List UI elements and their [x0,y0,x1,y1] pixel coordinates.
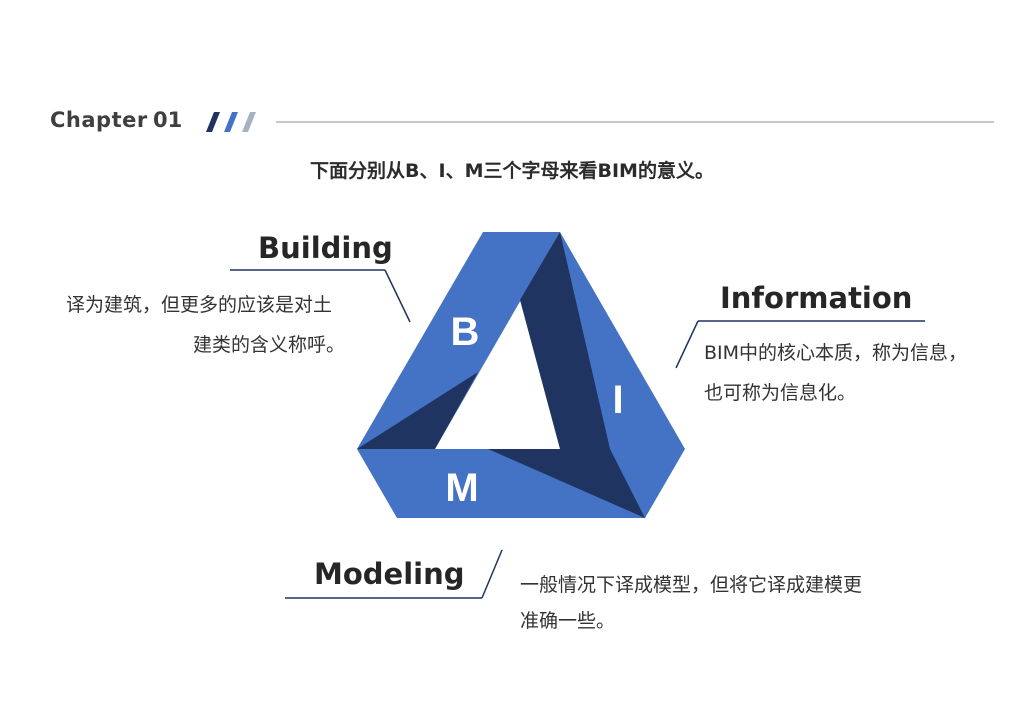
building-description-line-2: 建类的含义称呼。 [193,334,346,356]
building-title: Building [258,231,393,265]
chapter-label: Chapter [50,108,148,132]
information-description-line-2: 也可称为信息化。 [704,382,857,404]
fold-shade-bottom [488,449,645,518]
band-building [357,232,560,449]
intro-sentence: 下面分别从B、I、M三个字母来看BIM的意义。 [310,160,714,182]
header-slash-decoration [206,112,256,132]
modeling-callout-line [285,549,503,599]
letter-m: M [445,466,478,510]
building-callout-line [230,269,411,323]
information-description-line-1: BIM中的核心本质，称为信息， [704,342,968,364]
information-title: Information [720,281,913,315]
modeling-description-line-1: 一般情况下译成模型，但将它译成建模更 [520,574,863,596]
fold-shade-left [357,372,478,449]
chapter-number: 01 [153,108,183,132]
modeling-description-line-2: 准确一些。 [520,610,616,632]
header-divider [276,121,994,123]
letter-i: I [612,378,623,422]
modeling-title: Modeling [314,557,465,591]
fold-shade-right [520,232,610,449]
building-description-line-1: 译为建筑，但更多的应该是对土 [66,294,333,316]
information-callout-line [675,320,925,369]
letter-b: B [451,310,480,354]
